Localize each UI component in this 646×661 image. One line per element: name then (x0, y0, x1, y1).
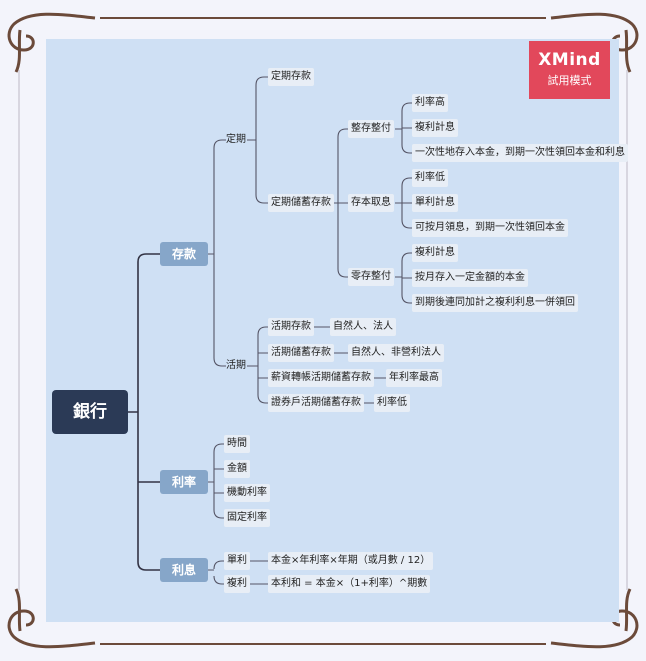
topic-principal-interest[interactable]: 存本取息 (348, 194, 394, 212)
rate-item-3[interactable]: 機動利率 (224, 484, 270, 502)
right-border-line (626, 70, 628, 590)
top-border-line (100, 17, 546, 19)
xmind-trial-watermark: XMind 試用模式 (529, 41, 610, 99)
demand-note-4[interactable]: 利率低 (374, 394, 410, 412)
lump-sum-item-2[interactable]: 複利計息 (412, 119, 458, 137)
branch-deposit[interactable]: 存款 (160, 242, 208, 266)
interest-item-simple[interactable]: 單利 (224, 552, 250, 570)
topic-demand[interactable]: 活期 (226, 360, 246, 371)
topic-lump-sum[interactable]: 整存整付 (348, 120, 394, 138)
corner-flourish-bottom-left (7, 588, 96, 649)
principal-interest-item-1[interactable]: 利率低 (412, 169, 448, 187)
installment-item-2[interactable]: 按月存入一定金額的本金 (412, 269, 528, 287)
rate-item-1[interactable]: 時間 (224, 435, 250, 453)
rate-item-4[interactable]: 固定利率 (224, 509, 270, 527)
lump-sum-item-3[interactable]: 一次性地存入本金，到期一次性領回本金和利息 (412, 144, 628, 162)
rate-item-2[interactable]: 金額 (224, 460, 250, 478)
bottom-border-line (100, 643, 546, 645)
watermark-mode: 試用模式 (547, 74, 592, 87)
topic-fixed-savings[interactable]: 定期儲蓄存款 (268, 194, 334, 212)
installment-item-1[interactable]: 複利計息 (412, 244, 458, 262)
branch-rate[interactable]: 利率 (160, 470, 208, 494)
installment-item-3[interactable]: 到期後連同加計之複利利息一併領回 (412, 294, 578, 312)
topic-fixed-deposit[interactable]: 定期存款 (268, 68, 314, 86)
demand-note-2[interactable]: 自然人、非營利法人 (348, 344, 444, 362)
demand-item-3[interactable]: 薪資轉帳活期儲蓄存款 (268, 369, 374, 387)
corner-flourish-top-left (7, 12, 96, 73)
topic-installment[interactable]: 零存整付 (348, 268, 394, 286)
principal-interest-item-3[interactable]: 可按月領息，到期一次性領回本金 (412, 219, 568, 237)
demand-item-2[interactable]: 活期儲蓄存款 (268, 344, 334, 362)
demand-item-4[interactable]: 證券戶活期儲蓄存款 (268, 394, 364, 412)
interest-formula-simple[interactable]: 本金×年利率×年期（或月數 / 12） (268, 552, 434, 570)
lump-sum-item-1[interactable]: 利率高 (412, 94, 448, 112)
demand-item-1[interactable]: 活期存款 (268, 318, 314, 336)
interest-item-compound[interactable]: 複利 (224, 575, 250, 593)
topic-fixed[interactable]: 定期 (226, 134, 246, 145)
root-topic[interactable]: 銀行 (52, 390, 128, 434)
watermark-brand: XMind (538, 50, 601, 70)
interest-formula-compound[interactable]: 本利和 = 本金×（1+利率）^期數 (268, 575, 431, 593)
demand-note-1[interactable]: 自然人、法人 (330, 318, 396, 336)
left-border-line (18, 70, 20, 590)
principal-interest-item-2[interactable]: 單利計息 (412, 194, 458, 212)
branch-interest[interactable]: 利息 (160, 558, 208, 582)
demand-note-3[interactable]: 年利率最高 (386, 369, 442, 387)
